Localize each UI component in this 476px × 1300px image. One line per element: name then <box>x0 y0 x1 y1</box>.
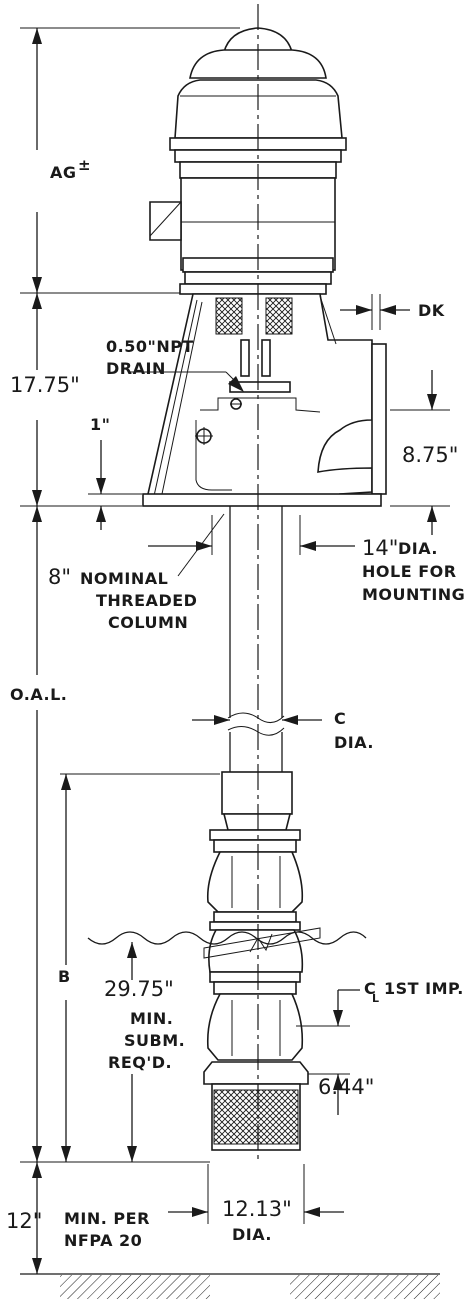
water-line <box>87 931 367 945</box>
label-b: B <box>58 967 71 986</box>
label-c-dia-1: C <box>334 709 346 728</box>
label-nominal-num: 8" <box>48 565 71 589</box>
label-12in: 12" <box>6 1209 42 1233</box>
label-drain-1: 0.50"NPT <box>106 337 194 356</box>
label-hole-1: DIA. <box>398 539 438 558</box>
label-29-75: 29.75" <box>104 977 174 1001</box>
label-nominal-1: NOMINAL <box>80 569 168 588</box>
label-ag: AG <box>50 163 77 182</box>
label-c-dia-2: DIA. <box>334 733 374 752</box>
label-6-44: 6.44" <box>318 1075 374 1099</box>
label-1in: 1" <box>90 415 110 434</box>
label-nominal-2: THREADED <box>96 591 197 610</box>
label-12-13-dia: DIA. <box>232 1225 272 1244</box>
label-hole-3: MOUNTING <box>362 585 465 604</box>
label-subm-3: REQ'D. <box>108 1053 172 1072</box>
bowl-assembly <box>203 829 321 1151</box>
label-nominal-3: COLUMN <box>108 613 188 632</box>
label-hole-2: HOLE FOR <box>362 562 457 581</box>
label-ag-suffix: ± <box>78 156 91 174</box>
label-subm-1: MIN. <box>130 1009 173 1028</box>
label-nfpa-2: NFPA 20 <box>64 1231 142 1250</box>
label-dk: DK <box>418 301 445 320</box>
label-first-imp-l: L <box>372 992 380 1005</box>
label-oal: O.A.L. <box>10 685 67 704</box>
label-12-13: 12.13" <box>222 1197 292 1221</box>
label-nfpa-1: MIN. PER <box>64 1209 150 1228</box>
label-first-imp-c: C <box>364 979 376 998</box>
labels: AG ± 0.50"NPT DRAIN 17.75" 1" DK 8.75" 8… <box>6 156 465 1250</box>
motor <box>149 27 347 295</box>
discharge-head <box>142 293 387 507</box>
label-subm-2: SUBM. <box>124 1031 185 1050</box>
dimension-lines <box>20 27 450 1274</box>
label-first-imp: 1ST IMP. <box>384 979 464 998</box>
ground <box>20 1273 440 1299</box>
label-drain-2: DRAIN <box>106 359 166 378</box>
label-17-75: 17.75" <box>10 373 80 397</box>
label-hole-num: 14" <box>362 536 398 560</box>
column-pipe <box>221 506 293 831</box>
label-8-75: 8.75" <box>402 443 458 467</box>
